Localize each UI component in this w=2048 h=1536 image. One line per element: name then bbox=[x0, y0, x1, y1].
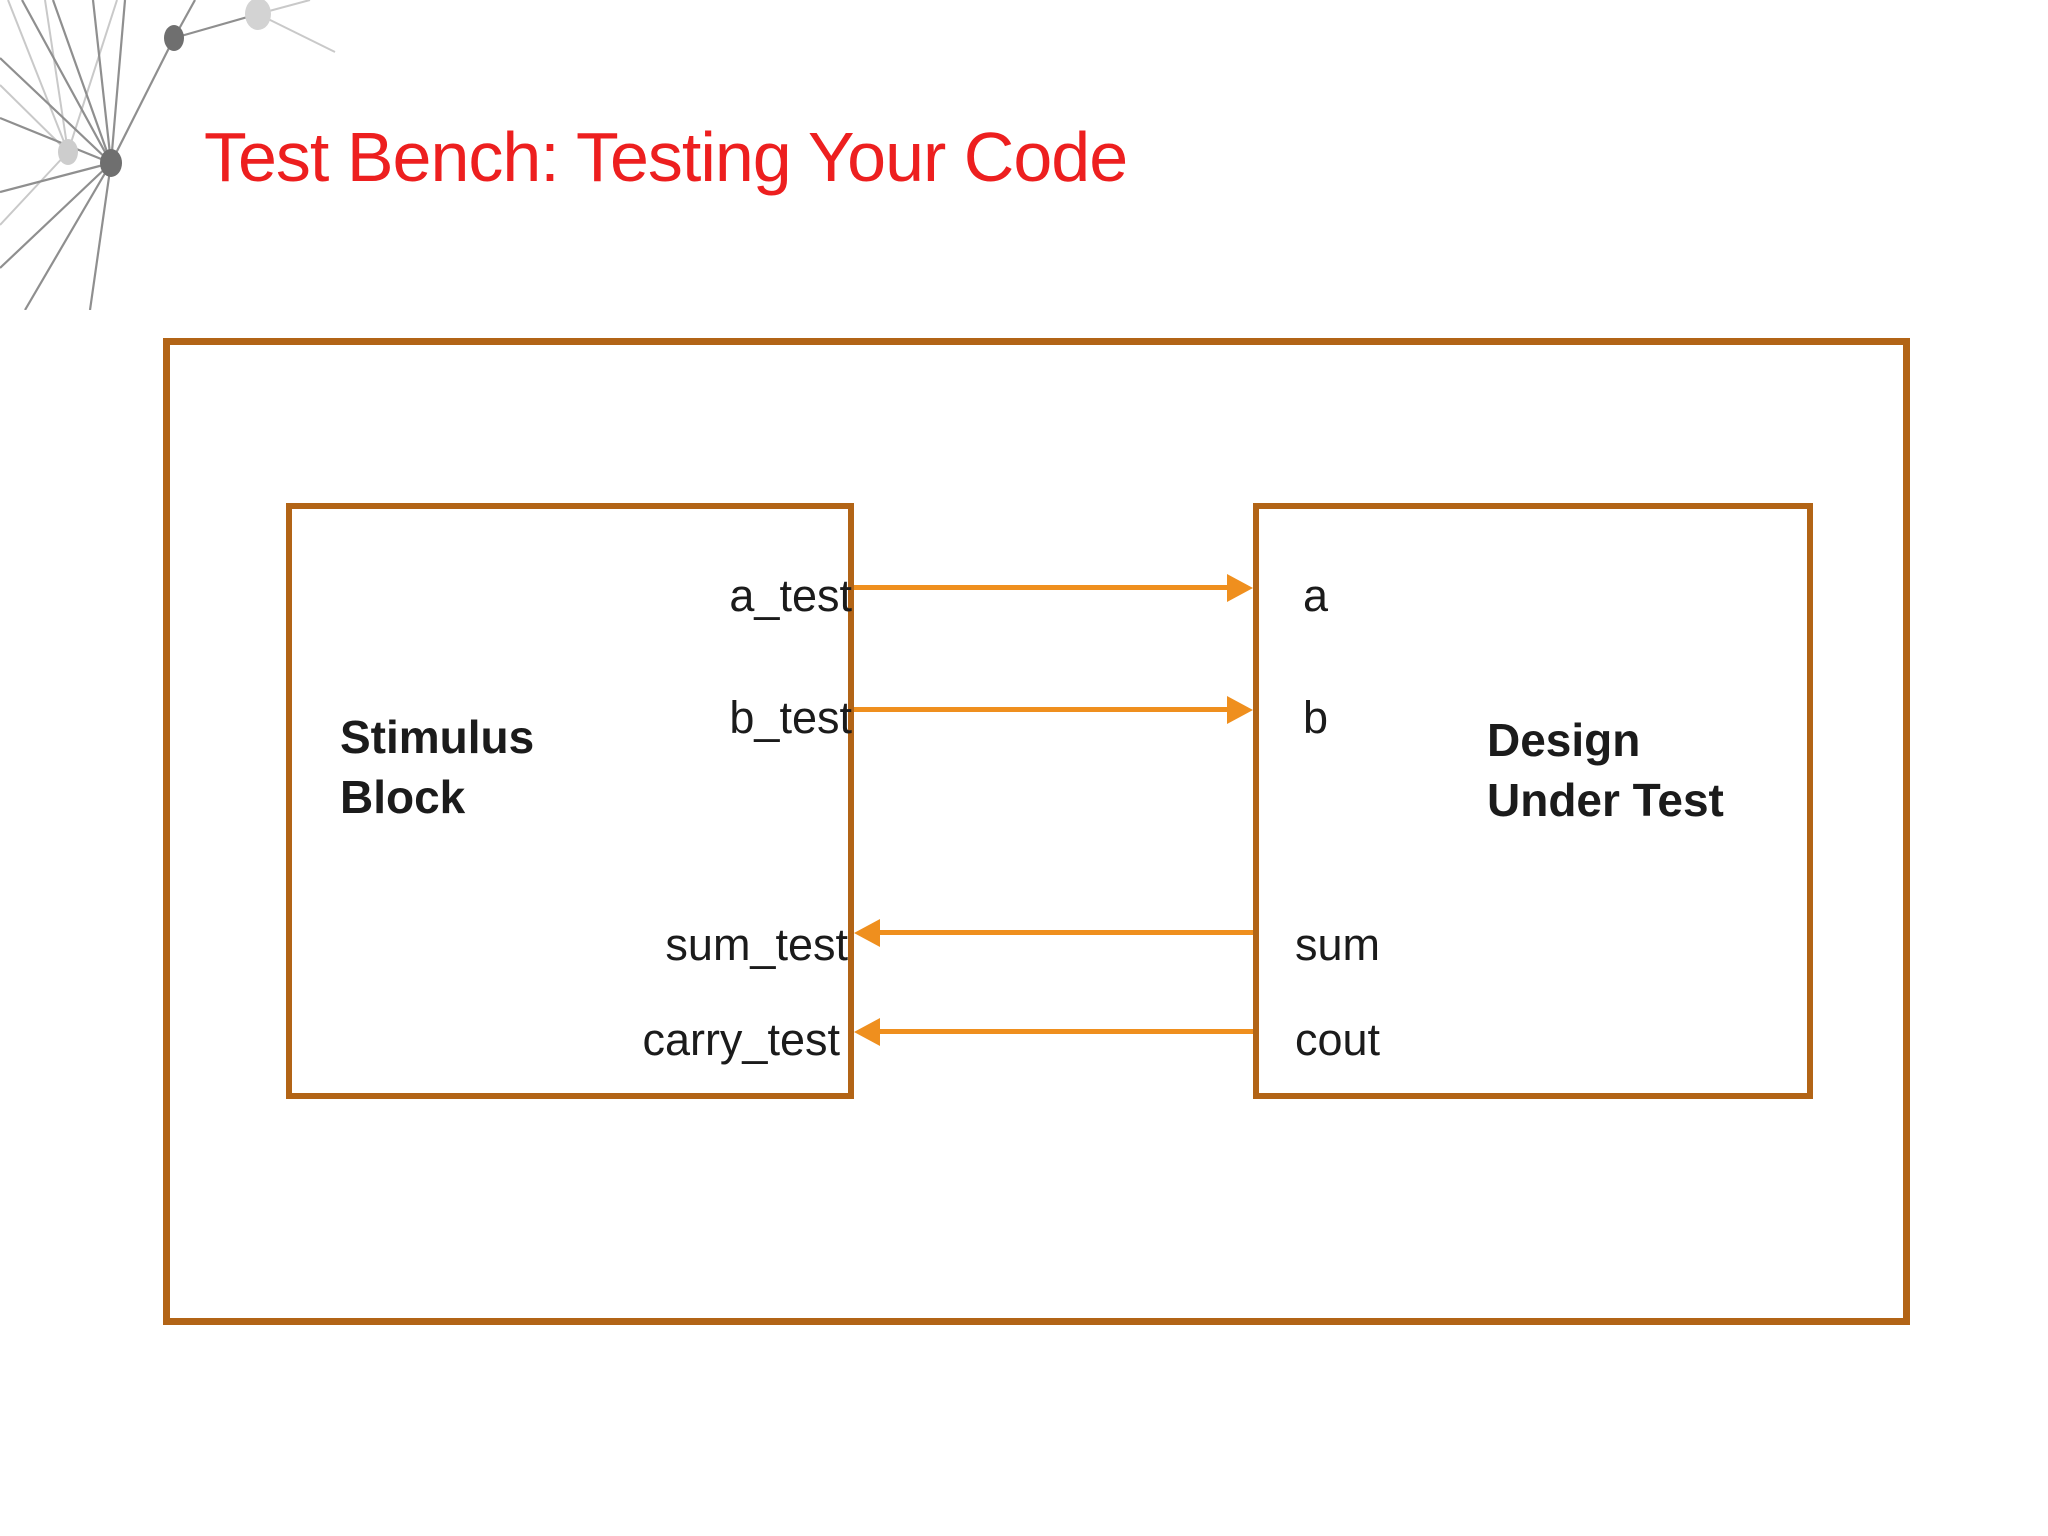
arrowhead-left-icon bbox=[854, 919, 880, 947]
signal-arrow-b-test-to-b bbox=[854, 696, 1253, 724]
port-label-a: a bbox=[1303, 570, 1329, 621]
signal-arrow-sum-to-sum-test bbox=[854, 919, 1253, 947]
arrowhead-right-icon bbox=[1227, 574, 1253, 602]
port-label-sum-test: sum_test bbox=[665, 919, 848, 970]
signal-arrow-cout-to-carry-test bbox=[854, 1018, 1253, 1046]
port-label-b: b bbox=[1303, 692, 1329, 743]
arrow-shaft bbox=[874, 930, 1253, 935]
port-label-a-test: a_test bbox=[729, 570, 852, 621]
arrow-shaft bbox=[854, 707, 1233, 712]
design-under-test-box bbox=[1253, 503, 1813, 1099]
stimulus-label-line-1: Stimulus bbox=[340, 711, 535, 763]
port-label-sum: sum bbox=[1295, 919, 1381, 970]
port-label-b-test: b_test bbox=[729, 692, 852, 743]
design-under-test-label: Design Under Test bbox=[1487, 710, 1724, 830]
stimulus-block-label: Stimulus Block bbox=[340, 707, 534, 827]
stimulus-block-box bbox=[286, 503, 854, 1099]
port-label-carry-test: carry_test bbox=[642, 1014, 840, 1065]
dut-label-line-1: Design bbox=[1487, 714, 1641, 766]
port-label-cout: cout bbox=[1295, 1014, 1381, 1065]
dut-label-line-2: Under Test bbox=[1487, 774, 1724, 826]
arrow-shaft bbox=[874, 1029, 1253, 1034]
network-graph-decoration-icon bbox=[0, 0, 336, 310]
stimulus-label-line-2: Block bbox=[340, 771, 466, 823]
testbench-outer-box bbox=[163, 338, 1910, 1325]
arrowhead-left-icon bbox=[854, 1018, 880, 1046]
arrow-shaft bbox=[854, 585, 1233, 590]
arrowhead-right-icon bbox=[1227, 696, 1253, 724]
page-title: Test Bench: Testing Your Code bbox=[204, 118, 1128, 196]
signal-arrow-a-test-to-a bbox=[854, 574, 1253, 602]
